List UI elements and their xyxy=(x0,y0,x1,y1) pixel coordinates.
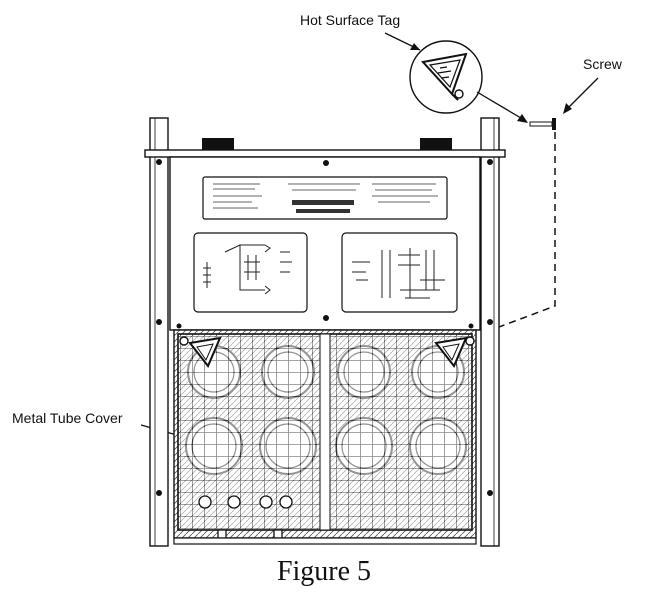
hot-surface-tag-detail xyxy=(409,40,483,114)
screw-label: Screw xyxy=(583,56,622,72)
hot-surface-tag-left xyxy=(179,336,222,368)
hot-surface-tag-right xyxy=(434,336,475,368)
figure-caption: Figure 5 xyxy=(276,556,372,587)
screw-detail xyxy=(529,118,556,130)
hot-surface-tag-label: Hot Surface Tag xyxy=(300,12,401,28)
metal-tube-cover-label: Metal Tube Cover xyxy=(12,410,123,426)
amplifier-chassis xyxy=(144,117,506,547)
